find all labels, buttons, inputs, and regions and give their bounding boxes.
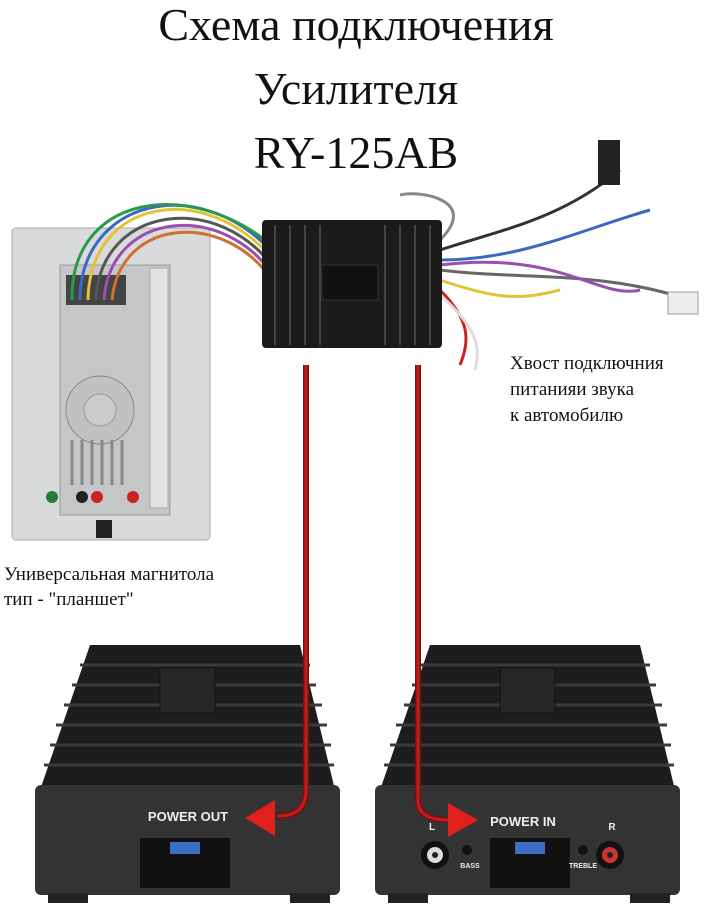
arrow-right-icon: [448, 803, 478, 837]
connection-wire-right: [415, 365, 478, 837]
amplifier-right: POWER IN L R BASS TREBLE: [375, 645, 680, 903]
treble-label: TREBLE: [569, 863, 597, 870]
connection-wire-left: [245, 365, 309, 836]
bass-label: BASS: [460, 863, 480, 870]
harness-caption-2: питанияи звука: [510, 379, 635, 400]
title-line-2: Усилителя: [253, 63, 459, 114]
arrow-left-icon: [245, 800, 275, 836]
power-out-label: POWER OUT: [148, 809, 228, 824]
right-channel-label: R: [608, 822, 616, 833]
head-unit-caption-1: Универсальная магнитола: [4, 564, 215, 585]
title-line-3: RY-125AB: [253, 127, 459, 178]
amplifier-left: POWER OUT: [35, 645, 340, 903]
harness-cables: [399, 168, 691, 371]
harness-caption-1: Хвост подключния: [510, 353, 664, 374]
title-line-1: Схема подключения: [158, 0, 554, 50]
head-unit-image: [11, 227, 211, 541]
amplifier-module: [262, 220, 442, 348]
head-unit-caption-2: тип - "планшет": [4, 589, 134, 610]
power-in-label: POWER IN: [490, 814, 556, 829]
left-channel-label: L: [429, 822, 435, 833]
cable-bundle: [70, 203, 277, 301]
harness-caption-3: к автомобилю: [510, 405, 624, 426]
